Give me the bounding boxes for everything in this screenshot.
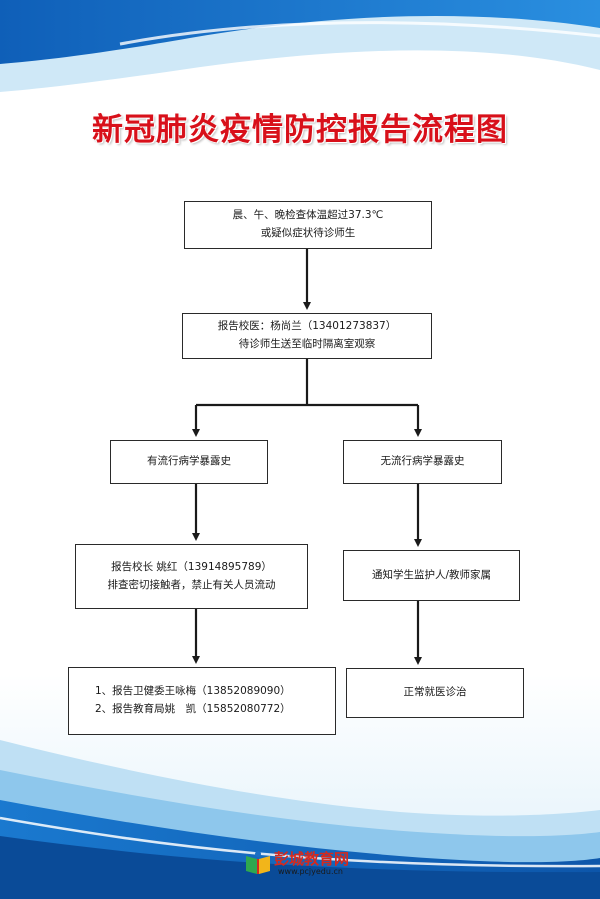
branch-no-exposure-history: 无流行病学暴露史 [343, 440, 502, 484]
step-report-authorities-line1: 1、报告卫健委王咏梅（13852089090） [95, 685, 291, 698]
step-report-principal-line1: 报告校长 姚红（13914895789） [111, 560, 272, 573]
step-temperature-check-line1: 晨、午、晚检查体温超过37.3℃ [232, 209, 384, 222]
branch-exposure-history: 有流行病学暴露史 [110, 440, 268, 484]
step-report-school-doctor-line2: 待诊师生送至临时隔离室观察 [238, 338, 376, 350]
step-report-authorities-line2: 2、报告教育局姚 凯（15852080772） [95, 703, 291, 715]
site-name: 彭城教育网 [274, 850, 350, 868]
step-report-principal: 报告校长 姚红（13914895789） 排查密切接触者，禁止有关人员流动 [75, 544, 308, 609]
step-normal-medical-care: 正常就医诊治 [346, 668, 524, 718]
step-temperature-check: 晨、午、晚检查体温超过37.3℃ 或疑似症状待诊师生 [184, 201, 432, 249]
step-notify-guardians-line1: 通知学生监护人/教师家属 [371, 568, 492, 581]
step-report-school-doctor: 报告校医：杨尚兰（13401273837） 待诊师生送至临时隔离室观察 [182, 313, 432, 359]
site-logo: 彭城教育网 www.pcjyedu.cn [244, 848, 372, 880]
step-report-authorities: 1、报告卫健委王咏梅（13852089090） 2、报告教育局姚 凯（15852… [68, 667, 336, 735]
site-url: www.pcjyedu.cn [278, 867, 343, 876]
branch-exposure-history-label: 有流行病学暴露史 [147, 455, 231, 468]
step-report-principal-line2: 排查密切接触者，禁止有关人员流动 [107, 578, 276, 591]
step-temperature-check-line2: 或疑似症状待诊师生 [260, 227, 356, 239]
page-title: 新冠肺炎疫情防控报告流程图 [92, 112, 508, 148]
step-report-school-doctor-line1: 报告校医：杨尚兰（13401273837） [217, 320, 397, 333]
book-logo-icon [246, 851, 270, 874]
step-normal-medical-care-line1: 正常就医诊治 [403, 686, 467, 699]
branch-no-exposure-history-label: 无流行病学暴露史 [380, 455, 465, 468]
step-notify-guardians: 通知学生监护人/教师家属 [343, 550, 520, 601]
